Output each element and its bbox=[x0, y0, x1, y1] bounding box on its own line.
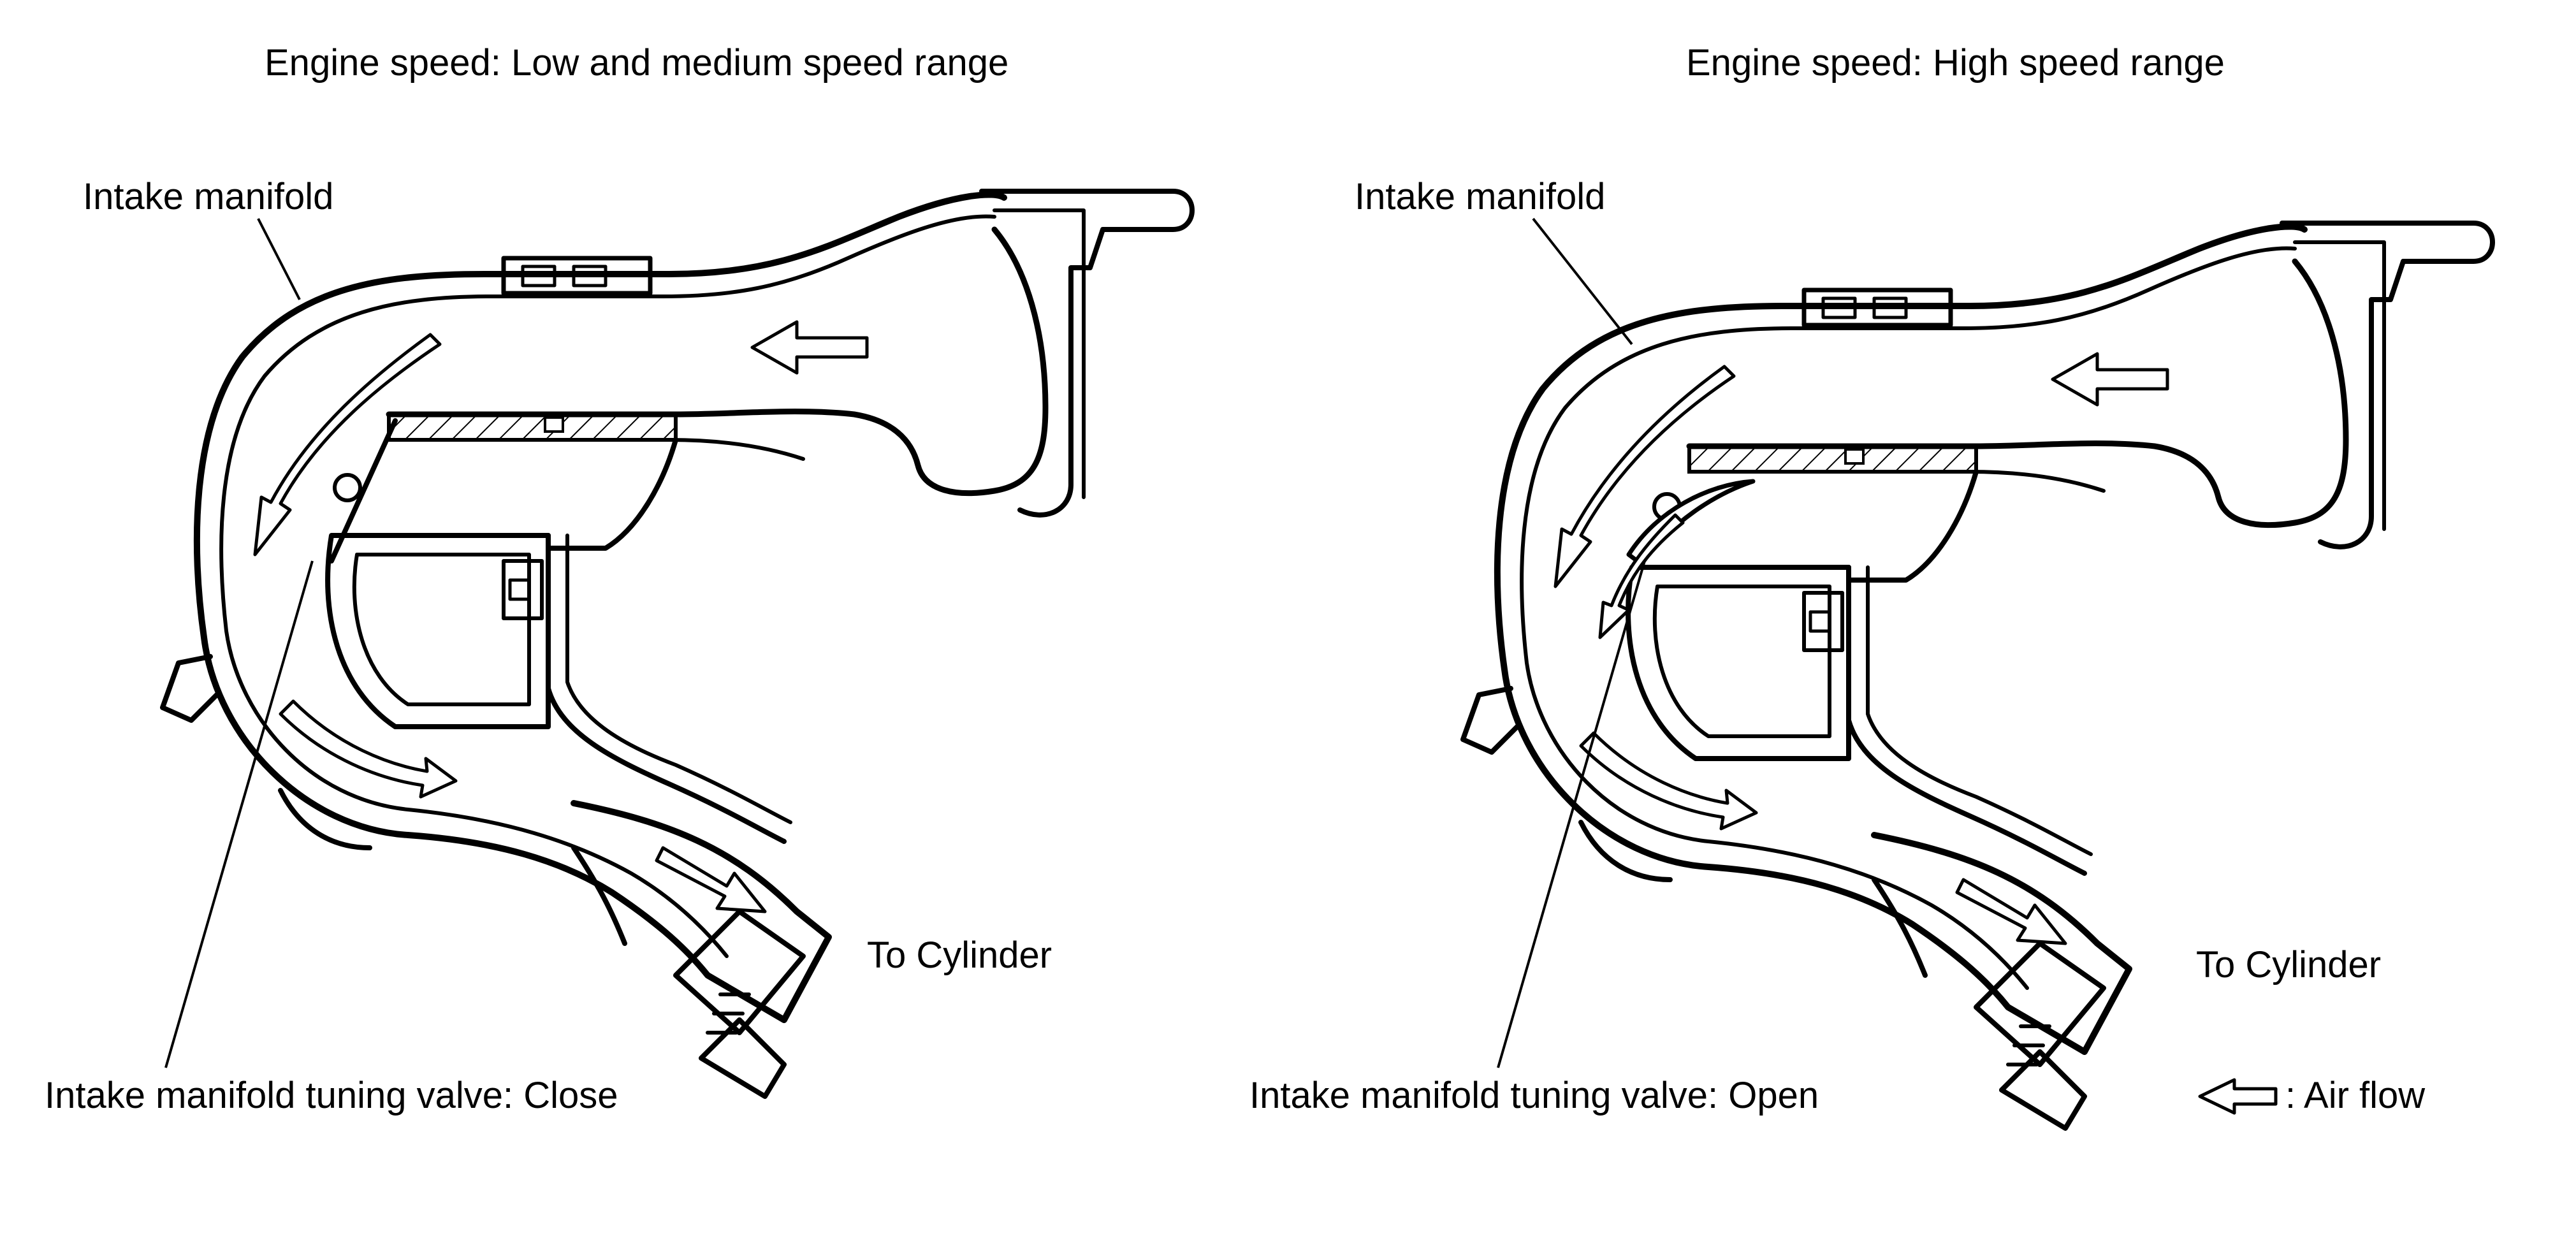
leader-manifold-closed bbox=[257, 218, 301, 300]
runner-inner-wall bbox=[1686, 258, 2349, 528]
label-valve-open: Intake manifold tuning valve: Open bbox=[1249, 1075, 1819, 1116]
manifold-outer-wall-inner bbox=[219, 214, 996, 958]
airflow-arrow-bend-down bbox=[253, 333, 442, 556]
top-flange-detail bbox=[1821, 296, 1857, 319]
label-to-cylinder-right: To Cylinder bbox=[2196, 944, 2382, 985]
center-stem bbox=[1846, 469, 1979, 583]
bottom-lip bbox=[1578, 820, 1673, 882]
lower-skirt bbox=[571, 845, 627, 946]
manifold-diagram-open bbox=[1460, 217, 2495, 1131]
label-valve-close: Intake manifold tuning valve: Close bbox=[45, 1075, 618, 1116]
outlet-flange-2 bbox=[1999, 1049, 2087, 1131]
leader-valve-closed bbox=[164, 560, 314, 1068]
top-flange-detail bbox=[521, 265, 557, 287]
outlet-flange-2 bbox=[699, 1017, 787, 1099]
top-flange bbox=[501, 256, 653, 296]
label-intake-manifold-left: Intake manifold bbox=[83, 176, 334, 217]
right-port-inner bbox=[2293, 240, 2386, 531]
top-flange bbox=[1801, 287, 1953, 328]
plenum-block bbox=[1626, 565, 1851, 761]
airflow-arrow-outlet bbox=[1955, 878, 2067, 945]
side-bracket-2 bbox=[1808, 610, 1831, 633]
airflow-arrow-bend-right bbox=[279, 699, 458, 799]
heading-high: Engine speed: High speed range bbox=[1686, 42, 2225, 84]
airflow-arrow-inlet bbox=[2051, 352, 2169, 407]
label-to-cylinder-left: To Cylinder bbox=[867, 934, 1052, 976]
airflow-arrow-bend-right bbox=[1579, 731, 1758, 831]
airflow-arrow-inlet bbox=[750, 320, 869, 375]
right-port bbox=[979, 189, 1195, 518]
manifold-outer-wall bbox=[193, 191, 1007, 1023]
right-port-inner bbox=[993, 208, 1086, 499]
divider-wall-2 bbox=[565, 534, 792, 824]
hatch-clip bbox=[544, 416, 564, 433]
bottom-lip bbox=[278, 788, 372, 850]
side-bracket bbox=[1802, 591, 1844, 652]
airflow-arrow-bend-down bbox=[1554, 365, 1736, 588]
hatch-clip bbox=[1844, 448, 1865, 465]
center-stem bbox=[546, 437, 678, 551]
manifold-outer-wall bbox=[1494, 223, 2308, 1055]
manifold-outer-wall-inner bbox=[1520, 246, 2297, 990]
side-bracket bbox=[502, 559, 544, 620]
hatched-wall bbox=[387, 412, 678, 442]
runner-inner-wall-lower bbox=[387, 438, 805, 461]
left-bracket bbox=[160, 654, 219, 723]
hatched-wall bbox=[1687, 444, 1978, 474]
plenum-inner bbox=[352, 553, 531, 706]
right-port bbox=[2280, 221, 2495, 549]
plenum-inner bbox=[1652, 585, 1831, 738]
side-bracket-2 bbox=[508, 578, 531, 601]
divider-wall bbox=[1846, 565, 2087, 876]
lower-skirt bbox=[1872, 877, 1928, 978]
top-flange-detail-2 bbox=[1872, 296, 1908, 319]
tuning-valve-pivot bbox=[333, 473, 362, 502]
divider-wall bbox=[546, 533, 787, 844]
heading-low-medium: Engine speed: Low and medium speed range bbox=[265, 42, 1009, 84]
leader-manifold-open bbox=[1532, 217, 1633, 345]
manifold-diagram-closed bbox=[160, 189, 1195, 1099]
tuning-valve-plate bbox=[329, 418, 398, 563]
runner-inner-wall bbox=[386, 226, 1049, 497]
legend-text: : Air flow bbox=[2285, 1075, 2426, 1116]
air-flow-arrow-icon bbox=[2198, 1078, 2278, 1115]
top-flange-detail-2 bbox=[572, 265, 608, 287]
airflow-arrow-bend-inner bbox=[1598, 513, 1685, 639]
label-intake-manifold-right: Intake manifold bbox=[1355, 176, 1606, 217]
left-bracket bbox=[1460, 686, 1520, 755]
runner-inner-wall-lower bbox=[1687, 470, 2106, 493]
leader-valve-open bbox=[1497, 560, 1646, 1068]
airflow-arrow-outlet bbox=[655, 846, 767, 913]
divider-wall-2 bbox=[1866, 565, 2093, 856]
plenum-block bbox=[325, 533, 551, 729]
